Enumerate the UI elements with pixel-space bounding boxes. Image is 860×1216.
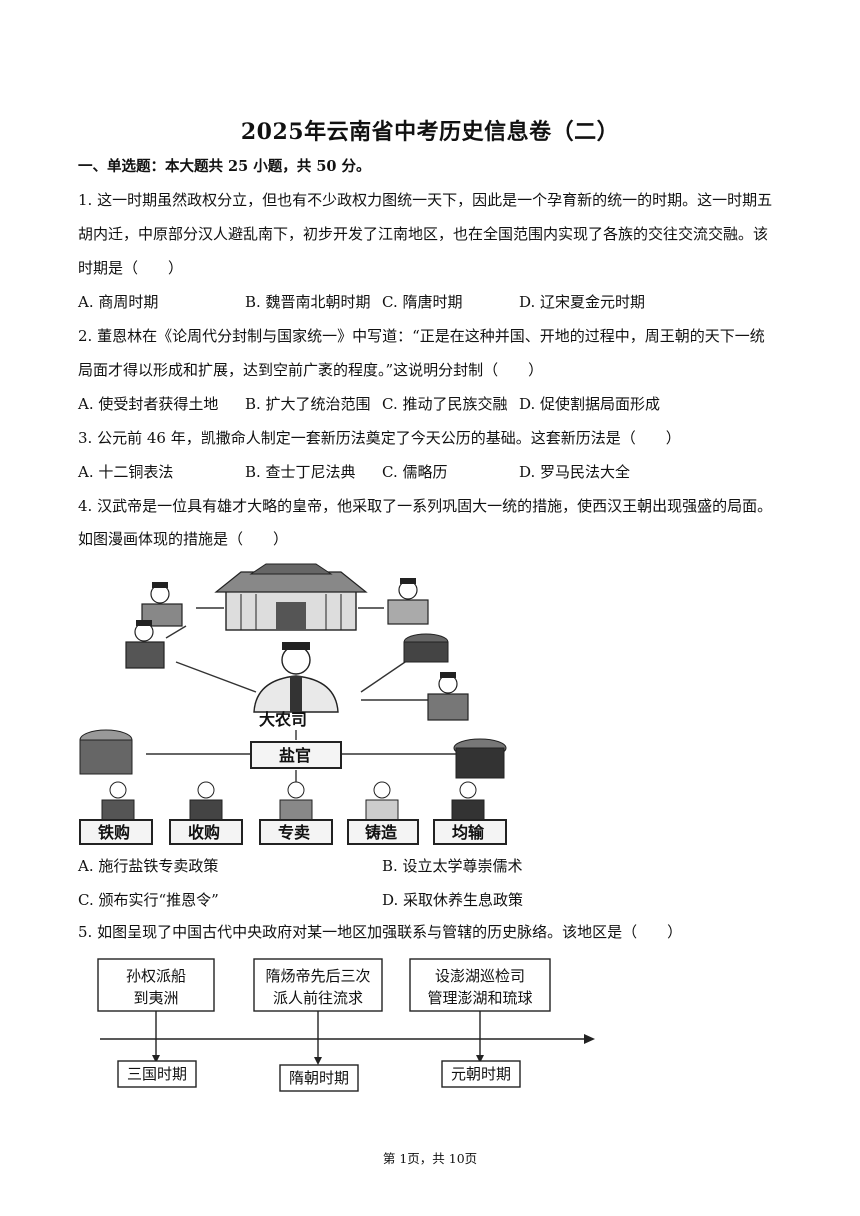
q5-line-1: 5. 如图呈现了中国古代中央政府对某一地区加强联系与管辖的历史脉络。该地区是（ …	[78, 923, 683, 941]
timeline-event-box-2	[253, 958, 383, 1012]
q4-option-a[interactable]: A. 施行盐铁专卖政策	[78, 857, 219, 875]
central-official-figure	[253, 642, 339, 713]
event-2-line-1: 隋炀帝先后三次	[265, 967, 370, 985]
timeline-arrow-icon	[584, 1034, 595, 1044]
event-3-line-1: 设澎湖巡检司	[435, 967, 525, 985]
bottom-label-1: 铁购	[98, 823, 130, 842]
center-label-da-nong-si: 大农司	[259, 710, 307, 729]
bottom-label-3: 专卖	[278, 823, 310, 842]
event-1-line-1: 孙权派船	[126, 967, 186, 985]
period-label-3: 元朝时期	[451, 1065, 511, 1083]
grain-basket-right-top	[403, 633, 449, 663]
q5-timeline-diagram: 孙权派船 到夷洲 隋炀帝先后三次 派人前往流求 设澎湖巡检司 管理澎湖和琉球 三…	[97, 958, 595, 1092]
q2-line-2: 局面才得以形成和扩展，达到空前广袤的程度。”这说明分封制（ ）	[78, 361, 544, 379]
middle-label-yan-guan: 盐官	[279, 746, 311, 765]
period-box-1	[117, 1060, 197, 1088]
event-1-line-2: 到夷洲	[133, 989, 178, 1007]
period-label-1: 三国时期	[127, 1065, 187, 1083]
official-figure-top-left	[141, 582, 183, 627]
palace-icon	[214, 563, 368, 631]
q2-option-a[interactable]: A. 使受封者获得土地	[78, 395, 219, 413]
q3-option-c[interactable]: C. 儒略历	[382, 463, 448, 481]
grain-basket-right-bottom	[453, 738, 507, 779]
q4-line-1: 4. 汉武帝是一位具有雄才大略的皇帝，他采取了一系列巩固大一统的措施，使西汉王朝…	[78, 497, 773, 515]
q2-option-c[interactable]: C. 推动了民族交融	[382, 395, 508, 413]
official-figure-top-right	[387, 578, 429, 625]
q4-option-b[interactable]: B. 设立太学尊崇儒术	[382, 857, 523, 875]
q4-cartoon-illustration: 大农司 盐官 铁购 收购 专卖 铸造 均输	[79, 563, 507, 845]
period-box-3	[441, 1060, 521, 1088]
q3-option-a[interactable]: A. 十二铜表法	[78, 463, 174, 481]
event-2-line-2: 派人前往流求	[273, 989, 363, 1007]
q1-option-d[interactable]: D. 辽宋夏金元时期	[519, 293, 646, 311]
q2-option-d[interactable]: D. 促使割据局面形成	[519, 395, 661, 413]
section-heading: 一、单选题：本大题共 25 小题，共 50 分。	[78, 158, 371, 175]
q4-line-2: 如图漫画体现的措施是（ ）	[78, 530, 289, 548]
q1-line-1: 1. 这一时期虽然政权分立，但也有不少政权力图统一天下，因此是一个孕育新的统一的…	[78, 191, 773, 209]
period-label-2: 隋朝时期	[289, 1069, 349, 1087]
q4-option-c[interactable]: C. 颁布实行“推恩令”	[78, 891, 219, 909]
event-3-line-2: 管理澎湖和琉球	[427, 989, 532, 1007]
q1-option-a[interactable]: A. 商周时期	[78, 293, 159, 311]
q3-line-1: 3. 公元前 46 年，凯撒命人制定一套新历法奠定了今天公历的基础。这套新历法是…	[78, 429, 681, 447]
q1-line-3: 时期是（ ）	[78, 259, 184, 277]
salt-official-plaque	[250, 741, 342, 769]
page-footer: 第 1页，共 10页	[382, 1151, 478, 1166]
q2-line-1: 2. 董恩林在《论周代分封制与国家统一》中写道：“正是在这种并国、开地的过程中，…	[78, 327, 765, 345]
q3-option-b[interactable]: B. 查士丁尼法典	[245, 463, 356, 481]
bottom-figures	[101, 781, 485, 821]
official-figure-right	[427, 672, 469, 721]
grain-basket-left	[79, 729, 133, 775]
timeline-event-box-3	[409, 958, 551, 1012]
q2-option-b[interactable]: B. 扩大了统治范围	[245, 395, 371, 413]
period-box-2	[279, 1064, 359, 1092]
q1-option-c[interactable]: C. 隋唐时期	[382, 293, 463, 311]
timeline-event-box-1	[97, 958, 215, 1012]
bottom-label-2: 收购	[188, 823, 220, 842]
q1-option-b[interactable]: B. 魏晋南北朝时期	[245, 293, 371, 311]
bottom-label-5: 均输	[452, 823, 485, 842]
official-figure-left	[125, 620, 165, 669]
q1-line-2: 胡内迁，中原部分汉人避乱南下，初步开发了江南地区，也在全国范围内实现了各族的交往…	[78, 225, 769, 243]
bottom-label-4: 铸造	[365, 823, 398, 842]
page-title: 2025年云南省中考历史信息卷（二）	[240, 119, 620, 145]
q3-option-d[interactable]: D. 罗马民法大全	[519, 463, 631, 481]
q4-option-d[interactable]: D. 采取休养生息政策	[382, 891, 524, 909]
